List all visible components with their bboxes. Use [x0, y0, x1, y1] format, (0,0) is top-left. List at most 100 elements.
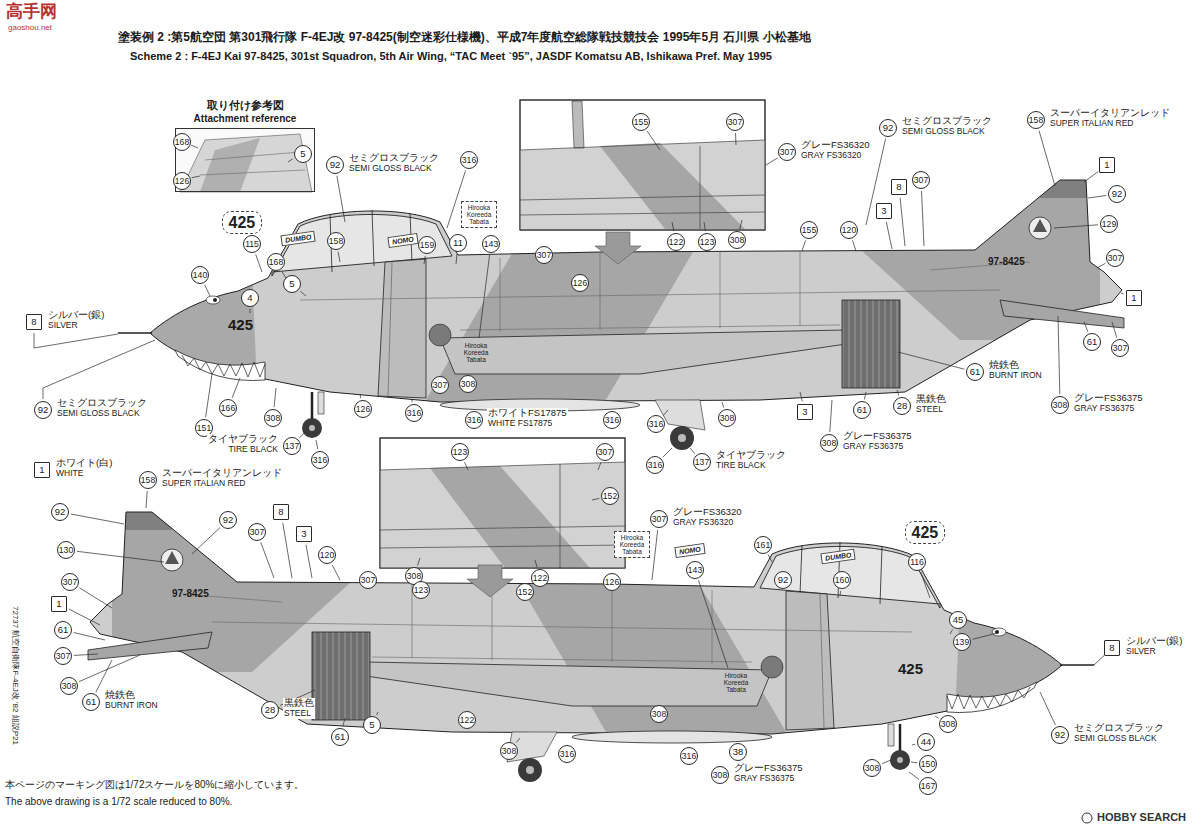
leader-line — [205, 285, 210, 296]
callout-number: 307 — [56, 652, 70, 661]
callout: 316 — [460, 151, 478, 169]
detail-inset — [380, 438, 625, 568]
color-name-japanese: グレーFS36320 — [673, 507, 742, 518]
color-name: シルバー(銀)SILVER — [47, 310, 105, 331]
watermark: HOBBY SEARCH — [1097, 811, 1186, 824]
callout-number: 92 — [1055, 730, 1066, 740]
callout-circle: 28 — [261, 701, 279, 719]
callout-circle: 92 — [879, 119, 897, 137]
callout: 307 — [54, 647, 72, 665]
callout-number: 130 — [59, 546, 73, 555]
callout: 308 — [459, 375, 477, 393]
callout-number: 44 — [921, 737, 932, 747]
callout: 316 — [558, 745, 576, 763]
leader-line — [690, 448, 695, 454]
callout-number: 143 — [484, 240, 498, 249]
callout: 168 — [267, 253, 285, 271]
callout-circle: 307 — [1111, 339, 1129, 357]
color-name-japanese: ホワイトFS17875 — [488, 408, 567, 419]
callout: 1ホワイト(白)WHITE — [33, 461, 51, 479]
callout-number: 155 — [802, 226, 816, 235]
leader-line — [704, 222, 705, 231]
tail-number: 97-8425 — [988, 256, 1025, 268]
callout-circle: 155 — [632, 113, 650, 131]
callout-circle: 5 — [283, 275, 301, 293]
callout-number: 158 — [141, 476, 155, 485]
tail-number: 97-8425 — [172, 588, 209, 600]
callout-number: 8 — [1109, 643, 1114, 653]
callout-circle: 308 — [1051, 396, 1069, 414]
callout-number: 316 — [462, 156, 476, 165]
callout: 3 — [796, 403, 814, 421]
color-name-japanese: セミグロスブラック — [349, 153, 439, 164]
callout-circle: 45 — [949, 611, 967, 629]
callout-number: 123 — [414, 586, 428, 595]
callout-number: 8 — [896, 182, 901, 192]
leader-line — [465, 462, 469, 470]
color-name-english: GRAY FS36375 — [734, 774, 803, 784]
callout-number: 307 — [598, 448, 612, 457]
leader-line — [74, 654, 98, 655]
watermark: 高手网 — [6, 2, 57, 22]
callout-number: 307 — [914, 176, 928, 185]
callout-number: 308 — [502, 747, 516, 756]
color-name: セミグロスブラックSEMI GLOSS BLACK — [1073, 723, 1165, 744]
color-name-japanese: グレーFS36320 — [801, 140, 870, 151]
callout-number: 92 — [883, 123, 894, 133]
color-name-japanese: グレーFS36375 — [1074, 393, 1143, 404]
callout-number: 143 — [688, 566, 702, 575]
leader-line — [882, 760, 891, 764]
leader-line — [79, 655, 140, 682]
callout: 126 — [571, 274, 589, 292]
callout: 8シルバー(銀)SILVER — [1103, 639, 1121, 657]
leader-line — [802, 240, 806, 251]
color-name: セミグロスブラックSEMI GLOSS BLACK — [901, 116, 993, 137]
color-name-japanese: スーパーイタリアンレッド — [162, 468, 282, 479]
callout-number: 28 — [897, 401, 908, 411]
leader-line — [192, 176, 200, 178]
callout-circle: 316 — [558, 745, 576, 763]
leader-line — [647, 131, 660, 150]
leader-line — [722, 402, 724, 408]
callout-circle: 122 — [531, 569, 549, 587]
callout: 307 — [1111, 339, 1129, 357]
callout-number: 161 — [756, 541, 770, 550]
callout-number: 137 — [695, 458, 709, 467]
callout-number: 308 — [720, 414, 734, 423]
callout-square: 1 — [51, 596, 67, 612]
color-name: スーパーイタリアンレッドSUPER ITALIAN RED — [161, 468, 283, 489]
leader-line — [338, 252, 340, 262]
callout: 4 — [241, 289, 259, 307]
leader-line — [74, 633, 105, 641]
callout-circle: 307 — [248, 523, 266, 541]
leader-line — [886, 222, 892, 249]
callout: 122 — [458, 711, 476, 729]
callout: 316 — [311, 451, 329, 469]
callout-number: 159 — [420, 241, 434, 250]
callout-number: 140 — [193, 271, 207, 280]
callout: 159 — [418, 236, 436, 254]
decal-marking: DUMBO — [820, 548, 856, 564]
color-name-english: SILVER — [48, 321, 104, 331]
callout-circle: 152 — [516, 583, 534, 601]
callout: 143 — [686, 561, 704, 579]
callout-number: 307 — [1108, 254, 1122, 263]
callout-number: 168 — [269, 258, 283, 267]
callout: 3 — [295, 525, 313, 543]
callout-circle: 122 — [667, 233, 685, 251]
color-name: セミグロスブラックSEMI GLOSS BLACK — [56, 398, 148, 419]
callout-circle: 123 — [451, 443, 469, 461]
color-name-english: STEEL — [284, 709, 314, 719]
leader-line — [1058, 316, 1060, 394]
callout-circle: 159 — [418, 236, 436, 254]
callout-number: 1 — [1131, 293, 1136, 303]
callout: 307 — [535, 246, 553, 264]
leader-line — [261, 542, 274, 578]
callout-number: 308 — [652, 710, 666, 719]
callout-number: 1 — [56, 599, 61, 609]
callout-number: 92 — [55, 507, 66, 517]
callout-circle: 308 — [650, 705, 668, 723]
callout: 5 — [283, 275, 301, 293]
callout-circle: 126 — [603, 573, 621, 591]
callout-circle: 139 — [953, 633, 971, 651]
